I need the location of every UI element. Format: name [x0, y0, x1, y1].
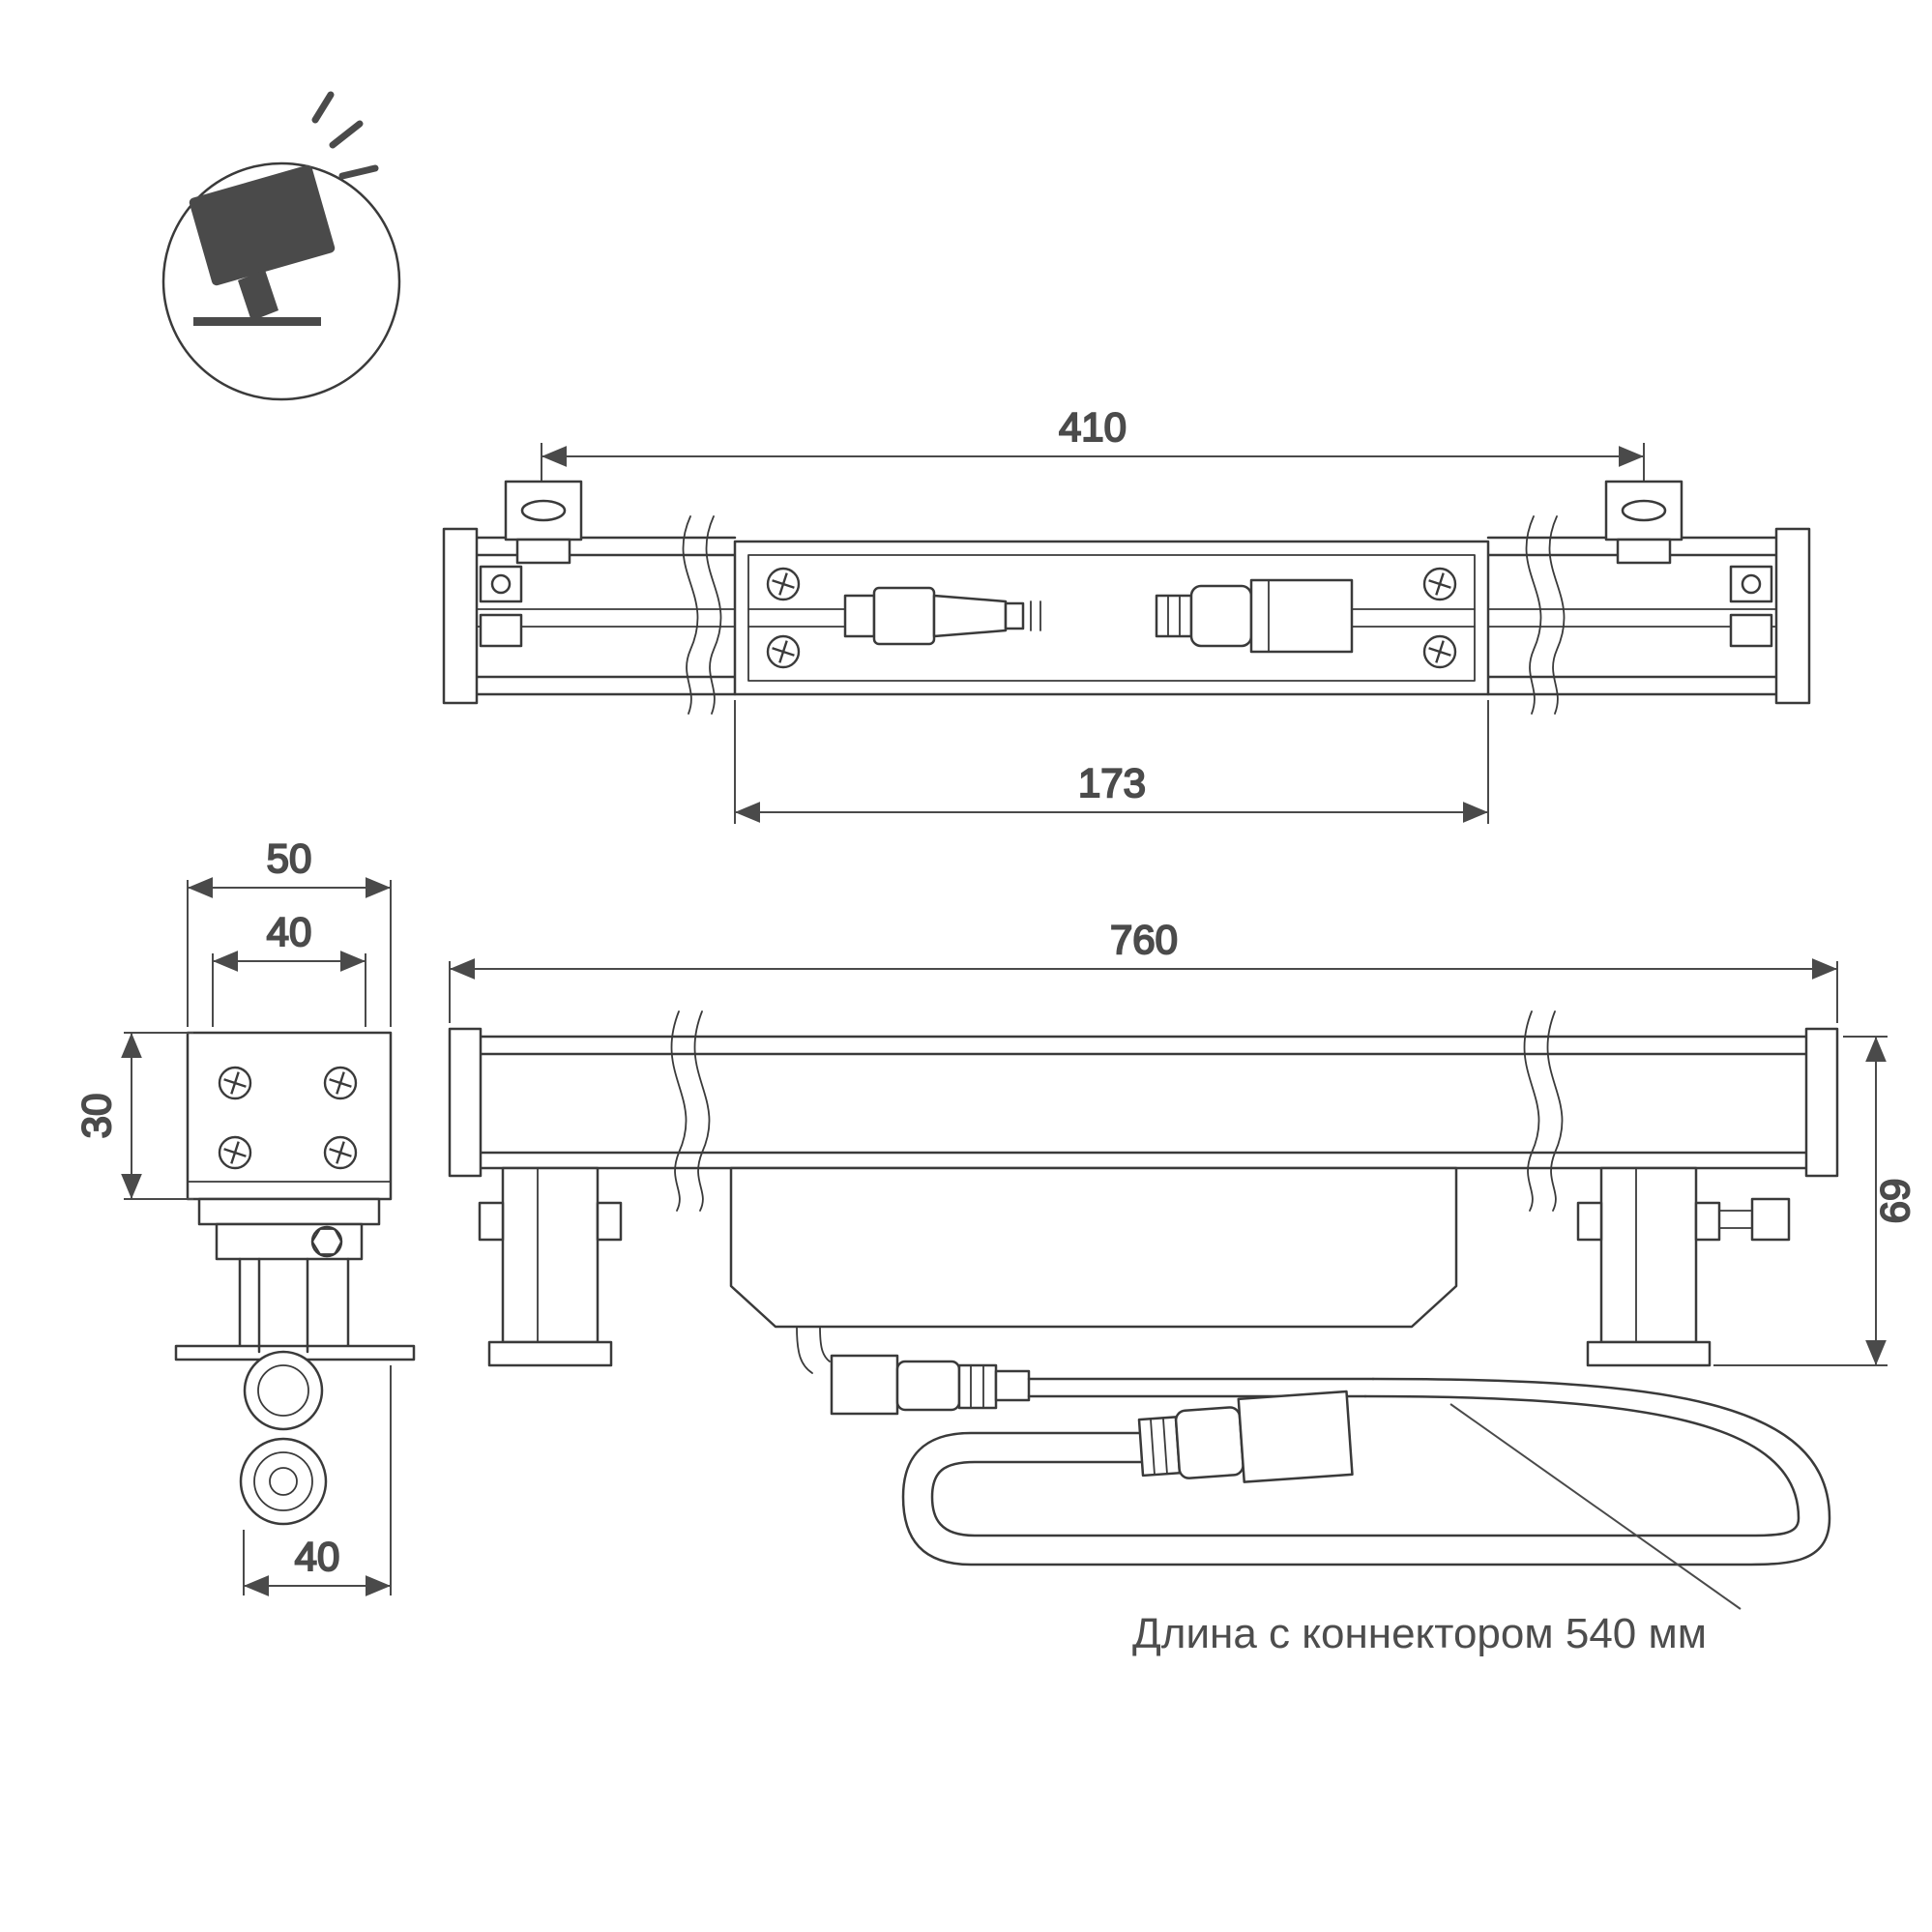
cable-connector-end	[239, 1437, 328, 1526]
dimension-760: 760	[449, 916, 1838, 1023]
light-ray-icon	[329, 120, 364, 149]
cable-length-note: Длина с коннектором 540 мм	[1132, 1610, 1707, 1657]
plug-nose	[932, 594, 1008, 638]
top-view: 410	[442, 403, 1811, 824]
break-lines-front-view	[670, 1010, 1564, 1212]
icon-circle	[161, 161, 401, 401]
screw-icon	[218, 1066, 252, 1100]
ground-line	[193, 317, 321, 326]
tilted-floodlight-icon	[161, 91, 401, 401]
dimension-410: 410	[541, 403, 1645, 530]
end-cap-right-front	[1804, 1027, 1839, 1178]
screw-icon	[766, 567, 801, 601]
bracket-slot	[520, 499, 567, 522]
bracket-slot	[1621, 499, 1667, 522]
mounting-bracket-right	[1604, 480, 1773, 648]
floodlight-stand	[238, 270, 278, 321]
connector-ribs	[1137, 1416, 1182, 1478]
side-body	[186, 1031, 393, 1201]
screw-icon	[1422, 567, 1457, 601]
screw-icon	[323, 1135, 358, 1170]
dimension-label-height: 30	[73, 1094, 119, 1139]
dimension-label-body-length: 173	[1078, 760, 1146, 805]
screw-icon	[323, 1066, 358, 1100]
dimension-label-fixture-height: 69	[1872, 1179, 1917, 1224]
front-view: 760	[448, 916, 1918, 1657]
light-ray-icon	[338, 164, 379, 180]
dimension-label-overall-length: 410	[1059, 404, 1127, 450]
front-bracket-right	[1576, 1166, 1791, 1367]
connector-cylinder	[1249, 578, 1354, 654]
dimension-label-depth: 40	[295, 1534, 340, 1579]
dimension-30: 30	[73, 1032, 193, 1200]
inline-connector	[796, 1326, 1031, 1416]
screw-icon	[1422, 634, 1457, 669]
connector-ribs	[1155, 594, 1193, 638]
driver-body	[729, 1166, 1458, 1329]
mounting-bracket-left	[479, 480, 583, 648]
dimension-50: 50	[187, 834, 392, 1027]
end-cap-right	[1774, 527, 1811, 705]
dimension-40-bottom: 40	[243, 1365, 392, 1596]
tilt-bracket	[174, 1197, 416, 1361]
end-cap-left	[442, 527, 479, 705]
dimension-label-outer-width: 50	[267, 835, 312, 881]
floodlight-head	[189, 164, 336, 286]
connector-pair-top	[747, 578, 1476, 654]
dimension-label-total-length: 760	[1110, 917, 1178, 962]
end-cap-left-front	[448, 1027, 483, 1178]
leader-line	[1449, 1403, 1742, 1610]
cable-loop	[901, 1377, 1831, 1566]
connector-collar	[1189, 584, 1253, 648]
side-view: 50 40	[73, 834, 416, 1596]
pivot-bolt	[310, 1225, 343, 1258]
bracket-cable-block	[1750, 1197, 1791, 1242]
front-bracket-left	[478, 1166, 623, 1367]
end-connector	[1137, 1390, 1354, 1483]
screw-icon	[218, 1135, 252, 1170]
plug-body	[872, 586, 936, 646]
dimension-label-inner-width: 40	[267, 909, 312, 954]
light-ray-icon	[311, 91, 335, 124]
light-bar	[479, 1035, 1808, 1170]
side-cable	[239, 1257, 328, 1526]
dimension-173: 173	[734, 700, 1489, 824]
connector-ribs	[957, 1363, 998, 1410]
screw-icon	[766, 634, 801, 669]
break-lines-top-view	[682, 515, 1566, 715]
dimension-40-upper: 40	[212, 908, 366, 1027]
dimension-69: 69	[1713, 1036, 1918, 1366]
